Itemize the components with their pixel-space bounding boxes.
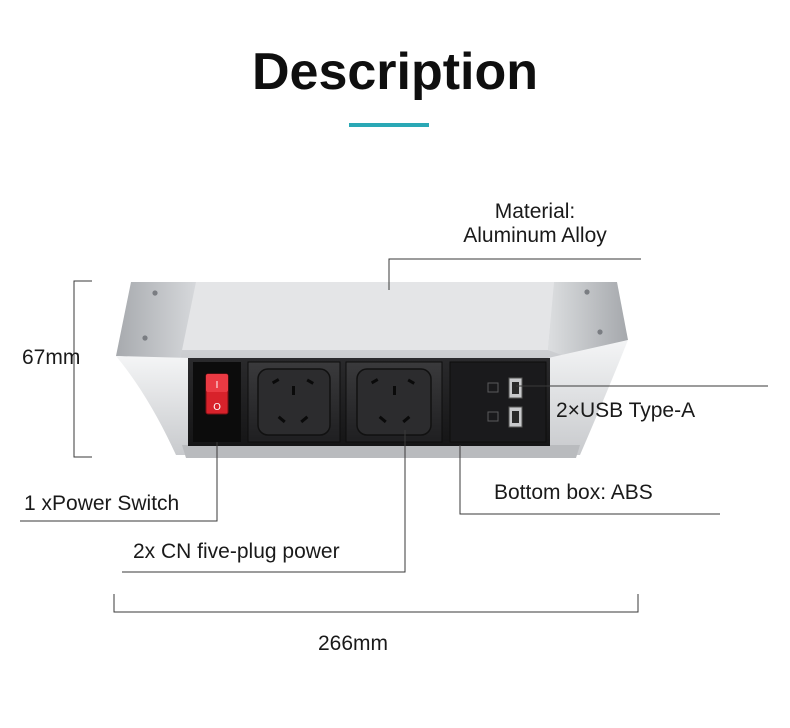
- usb-label: 2×USB Type-A: [556, 399, 696, 422]
- height-bracket: [73, 280, 92, 458]
- leader-lines: [20, 258, 768, 613]
- cn-socket-1: [247, 361, 341, 443]
- svg-text:O: O: [213, 402, 221, 413]
- material-label-line2: Aluminum Alloy: [463, 224, 607, 248]
- usb-module: [449, 361, 547, 443]
- svg-text:I: I: [216, 380, 219, 391]
- material-label: Material: Aluminum Alloy: [420, 200, 650, 248]
- width-label: 266mm: [318, 632, 389, 655]
- left-wing: [116, 282, 196, 360]
- title-underline: [349, 123, 429, 127]
- bottom-lip: [182, 445, 580, 458]
- power-socket-unit: I O: [116, 282, 628, 458]
- bottom-box-label: Bottom box: ABS: [494, 481, 653, 504]
- screw-icon: [584, 289, 590, 295]
- right-wing: [548, 282, 628, 358]
- left-side: [116, 356, 190, 455]
- power-switch-leader: [20, 442, 218, 522]
- screw-icon: [142, 335, 148, 341]
- material-label-line1: Material:: [494, 200, 576, 223]
- cn-socket-2: [345, 361, 443, 443]
- screw-icon: [152, 290, 158, 296]
- screw-icon: [597, 329, 603, 335]
- power-switch-label: 1 xPower Switch: [24, 492, 180, 515]
- right-side: [548, 340, 628, 455]
- top-plate: [180, 282, 554, 350]
- material-leader: [388, 258, 641, 290]
- height-label: 67mm: [22, 346, 81, 369]
- cn-plug-label: 2x CN five-plug power: [133, 540, 340, 563]
- bottom-box-leader: [459, 445, 720, 515]
- width-bracket: [113, 594, 639, 613]
- page-title: Description: [251, 43, 539, 101]
- cn-plug-leader: [122, 430, 406, 573]
